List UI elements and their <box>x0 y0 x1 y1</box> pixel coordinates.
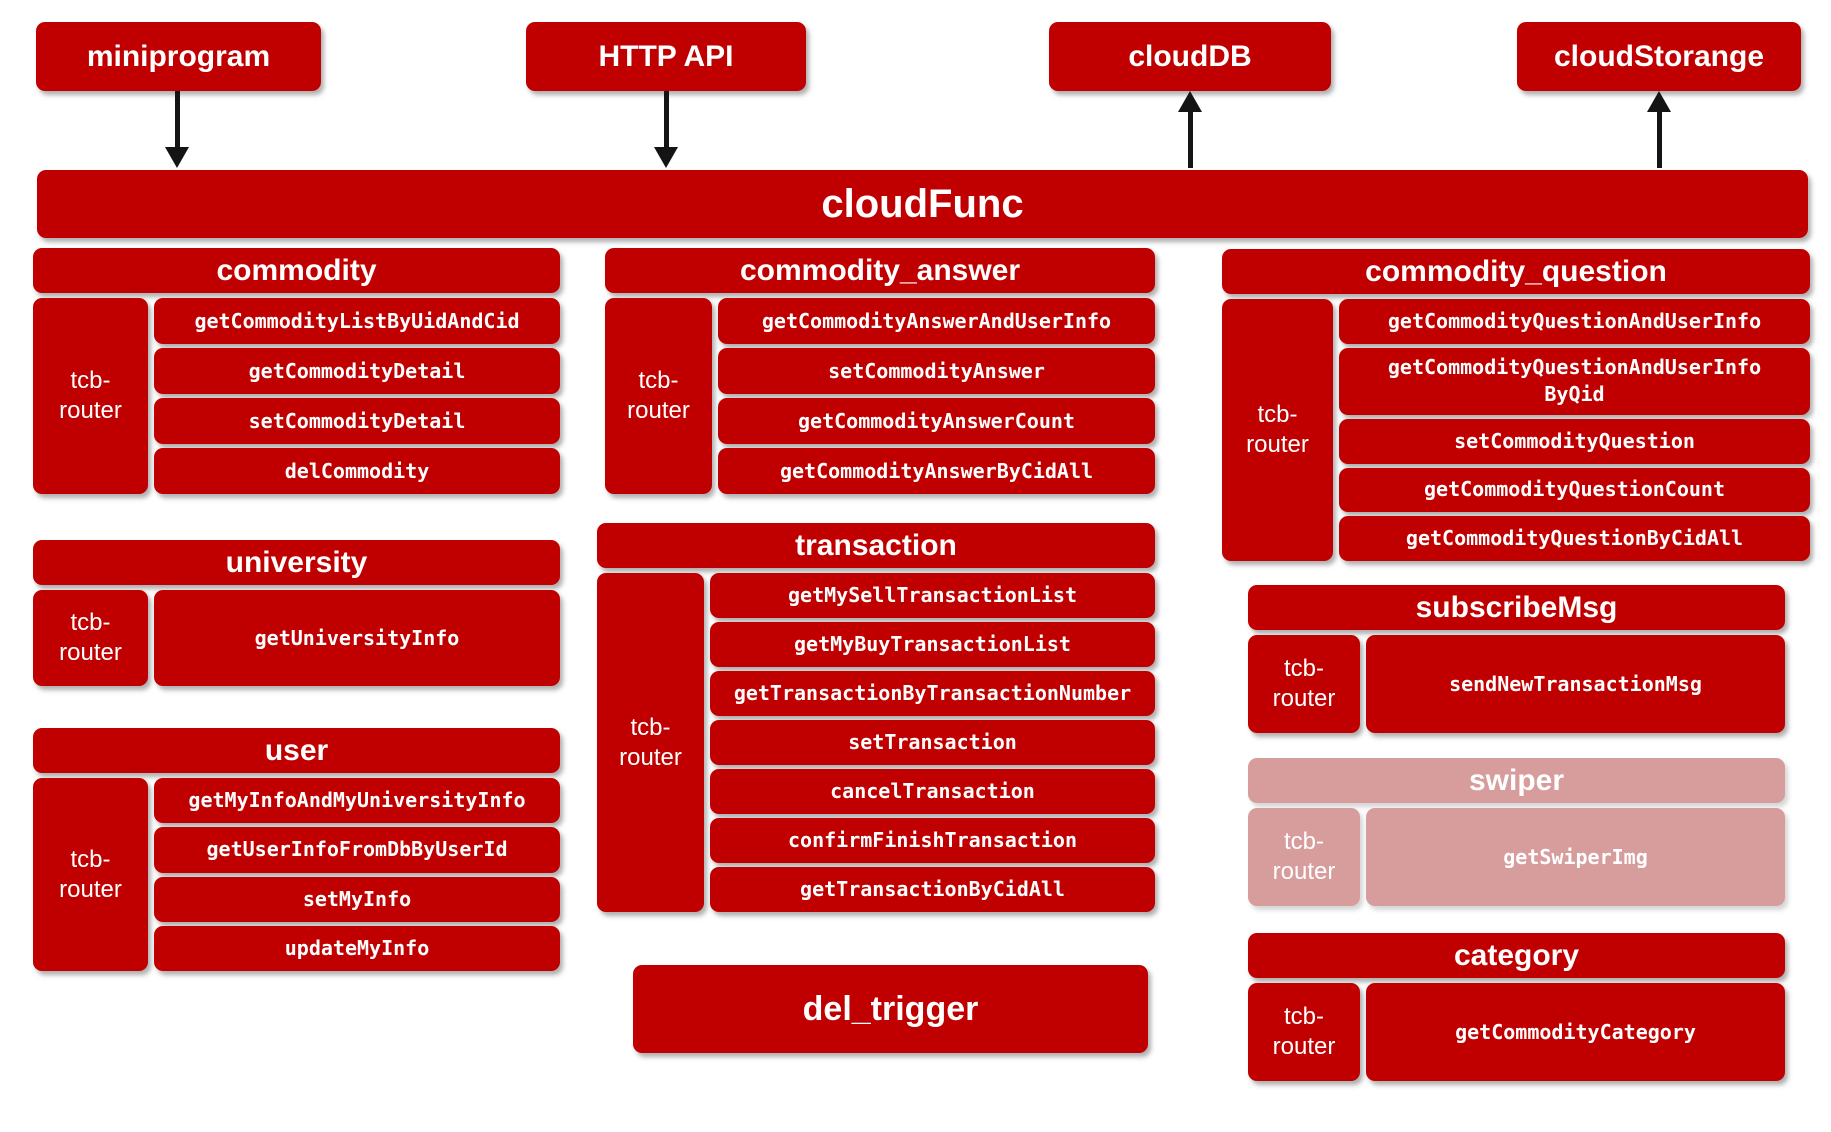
function-box: updateMyInfo <box>154 925 560 971</box>
function-box: getUserInfoFromDbByUserId <box>154 827 560 873</box>
function-box: getMySellTransactionList <box>710 573 1155 618</box>
section-commodity-question: commodity_question tcb-router getCommodi… <box>1222 249 1810 562</box>
tcb-router-box: tcb-router <box>33 778 148 971</box>
function-box: getCommodityCategory <box>1366 983 1785 1081</box>
function-box: confirmFinishTransaction <box>710 818 1155 863</box>
section-commodity-answer: commodity_answer tcb-router getCommodity… <box>605 248 1155 494</box>
node-cloudstorange: cloudStorange <box>1517 22 1801 91</box>
function-box: getCommodityQuestionCount <box>1339 467 1810 513</box>
arrow-head-up-icon <box>1647 91 1671 112</box>
tcb-router-box: tcb-router <box>33 590 148 686</box>
section-title: user <box>33 728 560 773</box>
section-university: university tcb-router getUniversityInfo <box>33 540 560 686</box>
arrow-up-cloudfunc-to-cloudstorange <box>1646 91 1672 168</box>
function-box: getMyBuyTransactionList <box>710 622 1155 667</box>
function-box: getCommodityQuestionAndUserInfo ByQid <box>1339 347 1810 415</box>
section-title: subscribeMsg <box>1248 585 1785 630</box>
function-box: getUniversityInfo <box>154 590 560 686</box>
function-box: cancelTransaction <box>710 769 1155 814</box>
node-miniprogram: miniprogram <box>36 22 321 91</box>
arrow-head-down-icon <box>654 147 678 168</box>
arrow-line <box>1187 112 1193 168</box>
section-user: user tcb-router getMyInfoAndMyUniversity… <box>33 728 560 971</box>
arrow-line <box>1656 112 1662 168</box>
tcb-router-box: tcb-router <box>1248 635 1360 733</box>
function-box: setCommodityQuestion <box>1339 418 1810 464</box>
function-box: getCommodityQuestionByCidAll <box>1339 516 1810 562</box>
function-box: getCommodityListByUidAndCid <box>154 298 560 344</box>
function-box: getTransactionByCidAll <box>710 867 1155 912</box>
section-swiper: swiper tcb-router getSwiperImg <box>1248 758 1785 906</box>
function-box: setTransaction <box>710 720 1155 765</box>
tcb-router-box: tcb-router <box>597 573 704 912</box>
function-box: getCommodityAnswerCount <box>718 398 1155 444</box>
function-box: getCommodityDetail <box>154 348 560 394</box>
del-trigger-box: del_trigger <box>633 965 1148 1053</box>
arrow-line <box>663 91 669 147</box>
node-clouddb: cloudDB <box>1049 22 1331 91</box>
section-title: university <box>33 540 560 585</box>
function-box: delCommodity <box>154 448 560 494</box>
function-box: getCommodityAnswerByCidAll <box>718 448 1155 494</box>
section-transaction: transaction tcb-router getMySellTransact… <box>597 523 1155 912</box>
function-box: getSwiperImg <box>1366 808 1785 906</box>
cloudfunc-bar: cloudFunc <box>37 170 1808 238</box>
section-category: category tcb-router getCommodityCategory <box>1248 933 1785 1081</box>
arrow-up-cloudfunc-to-clouddb <box>1177 91 1203 168</box>
section-title: commodity <box>33 248 560 293</box>
section-title: commodity_answer <box>605 248 1155 293</box>
arrow-line <box>174 91 180 147</box>
tcb-router-box: tcb-router <box>605 298 712 494</box>
section-del-trigger: del_trigger <box>633 965 1148 1053</box>
arrow-down-miniprogram-to-cloudfunc <box>164 91 190 168</box>
arrow-head-down-icon <box>165 147 189 168</box>
function-box: setCommodityDetail <box>154 398 560 444</box>
arrow-down-httpapi-to-cloudfunc <box>653 91 679 168</box>
function-box: getCommodityQuestionAndUserInfo <box>1339 299 1810 344</box>
section-title: category <box>1248 933 1785 978</box>
node-http-api: HTTP API <box>526 22 806 91</box>
function-box: sendNewTransactionMsg <box>1366 635 1785 733</box>
function-box: setMyInfo <box>154 876 560 922</box>
function-box: setCommodityAnswer <box>718 348 1155 394</box>
function-box: getMyInfoAndMyUniversityInfo <box>154 778 560 824</box>
function-box: getCommodityAnswerAndUserInfo <box>718 298 1155 344</box>
section-commodity: commodity tcb-router getCommodityListByU… <box>33 248 560 494</box>
tcb-router-box: tcb-router <box>1222 299 1333 561</box>
tcb-router-box: tcb-router <box>1248 983 1360 1081</box>
function-box: getTransactionByTransactionNumber <box>710 671 1155 716</box>
section-title: swiper <box>1248 758 1785 803</box>
section-subscribemsg: subscribeMsg tcb-router sendNewTransacti… <box>1248 585 1785 733</box>
tcb-router-box: tcb-router <box>1248 808 1360 906</box>
section-title: transaction <box>597 523 1155 568</box>
section-title: commodity_question <box>1222 249 1810 294</box>
tcb-router-box: tcb-router <box>33 298 148 494</box>
arrow-head-up-icon <box>1178 91 1202 112</box>
